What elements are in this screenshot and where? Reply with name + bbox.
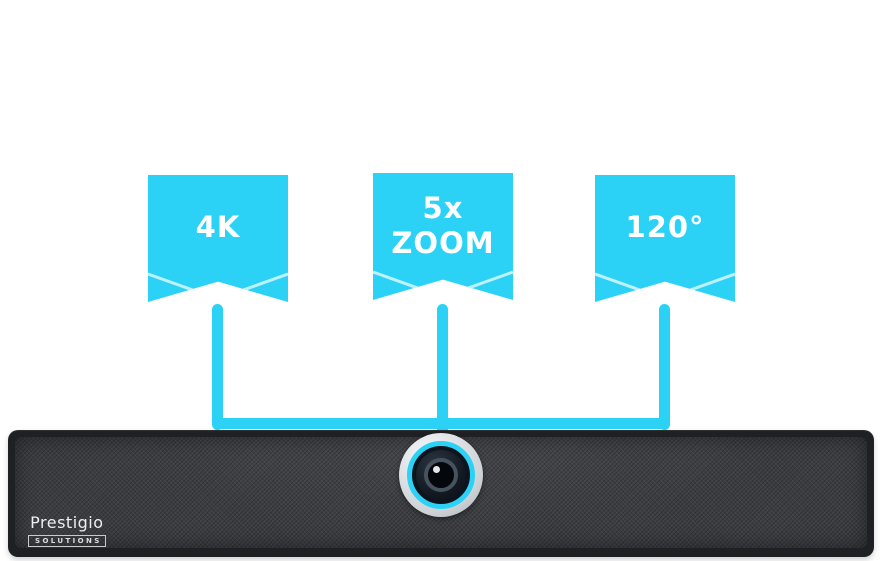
connector-line-right (659, 304, 670, 430)
feature-badge-zoom: 5x ZOOM (373, 173, 513, 300)
camera-glint (433, 466, 440, 473)
connector-line-center (437, 304, 448, 456)
camera-pupil (424, 458, 458, 492)
brand-subtitle: SOLUTIONS (28, 534, 106, 547)
feature-badge-4k-label: 4K (195, 210, 241, 245)
brand-name: Prestigio (30, 513, 104, 532)
feature-badge-fov-label: 120° (625, 210, 705, 245)
camera-accent-ring (407, 441, 475, 509)
feature-badge-4k: 4K (148, 175, 288, 302)
camera-lens (416, 450, 466, 500)
video-bar-fabric (15, 437, 867, 548)
connector-line-left (212, 304, 223, 430)
camera-bezel (399, 433, 483, 517)
connector-line-horizontal (212, 418, 670, 429)
feature-badge-zoom-label: 5x ZOOM (391, 191, 495, 260)
feature-badge-fov: 120° (595, 175, 735, 302)
brand-logo: Prestigio SOLUTIONS (28, 514, 106, 547)
